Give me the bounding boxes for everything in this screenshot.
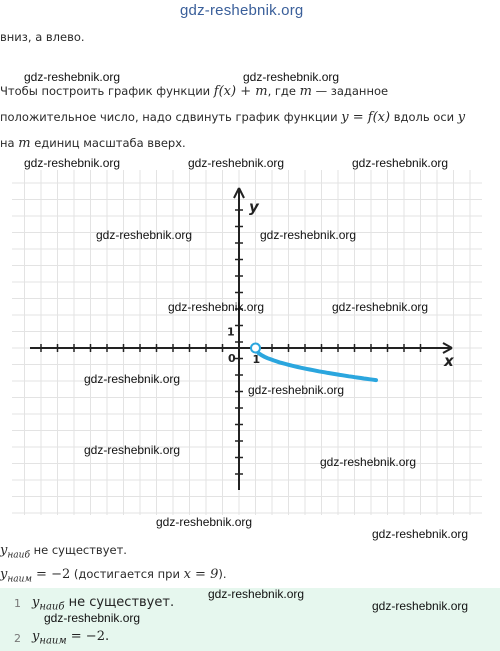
math-expr: m	[18, 136, 31, 151]
watermark: gdz-reshebnik.org	[260, 228, 357, 242]
x-axis-arrow	[442, 342, 453, 354]
watermark: gdz-reshebnik.org	[188, 156, 285, 170]
graph-svg: y x 0 1 1	[12, 170, 482, 515]
watermark: gdz-reshebnik.org	[168, 300, 265, 314]
x-axis-label: x	[443, 352, 455, 370]
answer-number: 2	[14, 632, 21, 645]
function-graph: y x 0 1 1	[12, 170, 482, 515]
watermark: gdz-reshebnik.org	[208, 587, 305, 601]
watermark: gdz-reshebnik.org	[24, 70, 121, 84]
answer-item: yнаиб не существует.	[32, 595, 174, 613]
site-title[interactable]: gdz-reshebnik.org	[180, 2, 304, 19]
function-curve	[253, 346, 378, 383]
result-text: ).	[218, 567, 227, 581]
para-text: Чтобы построить график функции	[0, 84, 214, 98]
math-subscript: наиб	[39, 601, 65, 613]
answer-box: 1 yнаиб не существует. 2 yнаим = −2.	[0, 588, 500, 651]
math-expr: = −2	[31, 567, 71, 582]
paragraph-line-3: на m единиц масштаба вверх.	[0, 136, 186, 151]
para-text: , где	[267, 84, 300, 98]
math-expr: m	[299, 84, 312, 99]
watermark: gdz-reshebnik.org	[84, 372, 181, 386]
watermark: gdz-reshebnik.org	[352, 156, 449, 170]
watermark: gdz-reshebnik.org	[44, 611, 141, 625]
axes	[30, 187, 453, 490]
math-subscript: наим	[39, 635, 67, 647]
curve-start-point	[250, 342, 261, 354]
math-symbol: y	[32, 595, 40, 610]
math-expr: x = 9	[183, 567, 219, 582]
math-expr: f(x) + m	[213, 84, 268, 99]
para-text: единиц масштаба вверх.	[30, 136, 186, 150]
y-unit-label: 1	[227, 326, 235, 339]
watermark: gdz-reshebnik.org	[372, 599, 469, 613]
para-text: положительное число, надо сдвинуть графи…	[0, 110, 342, 124]
x-unit-label: 1	[253, 353, 261, 366]
intro-line: вниз, а влево.	[0, 30, 85, 44]
watermark: gdz-reshebnik.org	[84, 443, 181, 457]
watermark: gdz-reshebnik.org	[248, 383, 345, 397]
watermark: gdz-reshebnik.org	[24, 156, 121, 170]
para-text: — заданное	[311, 84, 389, 98]
math-expr: y = f(x)	[341, 110, 391, 125]
y-axis-label: y	[249, 198, 260, 216]
site-header: gdz-reshebnik.org	[0, 0, 500, 26]
origin-label: 0	[228, 352, 236, 365]
result-max: yнаиб не существует.	[0, 543, 127, 560]
result-text: (достигается при	[70, 567, 184, 581]
paragraph-line-2: положительное число, надо сдвинуть графи…	[0, 110, 465, 125]
math-symbol: y	[32, 629, 40, 644]
math-symbol: y	[0, 567, 8, 582]
answer-number: 1	[14, 597, 21, 610]
watermark: gdz-reshebnik.org	[156, 515, 253, 529]
watermark: gdz-reshebnik.org	[332, 300, 429, 314]
result-text: не существует.	[29, 543, 127, 557]
answer-text: = −2.	[66, 629, 110, 644]
math-expr: y	[457, 110, 466, 125]
watermark: gdz-reshebnik.org	[243, 70, 340, 84]
math-symbol: y	[0, 543, 8, 558]
answer-item: yнаим = −2.	[32, 629, 109, 647]
watermark: gdz-reshebnik.org	[96, 228, 193, 242]
watermark: gdz-reshebnik.org	[372, 527, 469, 541]
result-min: yнаим = −2 (достигается при x = 9).	[0, 567, 227, 584]
para-text: на	[0, 136, 19, 150]
answer-text: не существует.	[64, 595, 175, 610]
y-axis-arrow	[233, 187, 245, 199]
para-text: вдоль оси	[390, 110, 458, 124]
math-subscript: наиб	[7, 550, 30, 561]
math-subscript: наим	[7, 574, 32, 585]
paragraph-line-1: Чтобы построить график функции f(x) + m,…	[0, 84, 388, 99]
watermark: gdz-reshebnik.org	[320, 455, 417, 469]
